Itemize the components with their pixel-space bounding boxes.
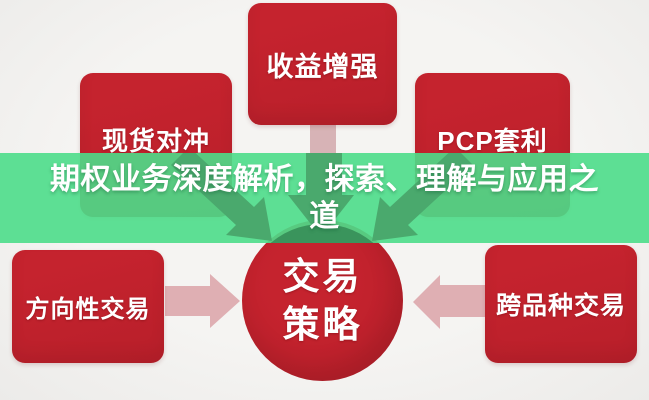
arrow-right-icon: [165, 274, 240, 328]
arrow-down-icon-head: [288, 195, 354, 237]
arrow-diagonal-down-right-icon: [171, 153, 272, 241]
title-banner-overlay: 期权业务深度解析，探索、理解与应用之 道: [0, 153, 649, 243]
banner-title-line1: 期权业务深度解析，探索、理解与应用之: [50, 163, 599, 196]
center-label-line2: 策略: [282, 303, 363, 345]
node-label: 现货对冲: [101, 125, 210, 156]
node-yield-enhancement: 收益增强: [248, 3, 397, 125]
node-label: 跨品种交易: [495, 292, 626, 320]
arrow-diagonal-down-left-icon: [372, 153, 473, 241]
arrow-down-stem: [310, 121, 336, 156]
node-directional-trading: 方向性交易: [12, 250, 164, 363]
node-label: 方向性交易: [25, 296, 151, 323]
center-node-trading-strategy: 交易 策略: [242, 220, 403, 381]
center-label-line1: 交易: [282, 255, 363, 297]
node-label: PCP套利: [437, 125, 548, 156]
banner-title-line2: 道: [309, 200, 340, 233]
center-circle-silhouette: [270, 224, 374, 243]
banner-title: 期权业务深度解析，探索、理解与应用之 道: [0, 153, 649, 235]
arrow-left-icon: [413, 275, 487, 329]
node-label: 收益增强: [266, 51, 379, 82]
banner-arrows-layer: [171, 153, 473, 243]
node-cross-variety-trading: 跨品种交易: [485, 245, 637, 363]
arrow-down-icon: [306, 153, 342, 197]
